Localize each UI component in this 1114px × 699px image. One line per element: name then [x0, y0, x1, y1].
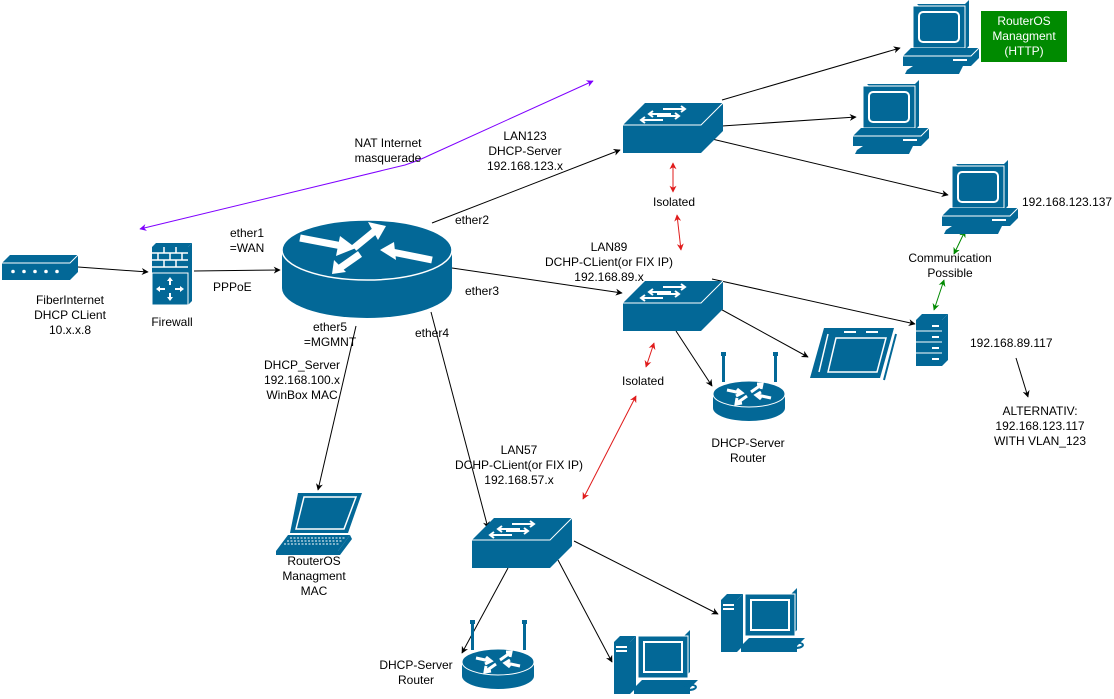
modem-icon[interactable]: [2, 254, 79, 280]
isolated-arrow-2b: [582, 395, 637, 500]
link-ether5-laptop: [316, 325, 357, 491]
isolated-arrow-1b: [674, 214, 684, 251]
server-icon[interactable]: [916, 314, 948, 366]
workstation-lan123-icon[interactable]: [852, 79, 930, 155]
alternativ-label: ALTERNATIV: 192.168.123.117 WITH VLAN_12…: [993, 404, 1087, 448]
pppoe-label: PPPoE: [213, 280, 252, 294]
comm-arrow-a: [953, 230, 966, 255]
link-ether4-lan57: [430, 311, 490, 529]
link-sw123-pc-b: [721, 113, 857, 127]
nat-label: NAT Internet masquerade: [354, 136, 422, 165]
wifi-router-lan89-label: DHCP-Server Router: [711, 436, 785, 465]
routeros-http-mgmt-badge: RouterOS Managment (HTTP): [981, 11, 1067, 62]
link-sw89-server: [711, 278, 916, 327]
tablet-icon[interactable]: [810, 328, 897, 381]
link-sw123-pc-http: [721, 46, 901, 101]
nat-masquerade-arrow: [139, 80, 594, 231]
link-server-alternativ: [1015, 357, 1030, 398]
ether5-label: ether5 =MGMNT: [303, 320, 357, 349]
wifi-router-lan57-label: DHCP-Server Router: [379, 658, 453, 687]
link-ether2-lan123: [431, 149, 621, 224]
router-icon[interactable]: [281, 219, 453, 318]
link-ether3-lan89: [451, 267, 623, 296]
desktop-tower-lan57-b-icon[interactable]: [720, 587, 806, 653]
communication-label: Communication Possible: [908, 251, 992, 280]
link-sw89-wifi-router: [675, 330, 713, 387]
link-sw123-pc-137: [711, 138, 949, 197]
switch-lan57-icon[interactable]: [471, 517, 573, 569]
switch-lan89-icon[interactable]: [622, 280, 724, 332]
lan123-label: LAN123 DHCP-Server 192.168.123.x: [486, 129, 564, 173]
ether4-label: ether4: [415, 326, 450, 340]
link-sw57-pc-a: [557, 559, 613, 663]
ip-89-117-label: 192.168.89.117: [970, 336, 1053, 350]
comm-arrow-b: [932, 279, 946, 311]
lan57-label: LAN57 DCHP-CLient(or FIX IP) 192.168.57.…: [454, 443, 584, 487]
ether3-label: ether3: [465, 284, 500, 298]
link-firewall-router: [193, 266, 281, 274]
isolated-label-2: Isolated: [621, 374, 665, 388]
mgmt-network-label: DHCP_Server 192.168.100.x WinBox MAC: [263, 358, 341, 402]
laptop-label: RouterOS Managment MAC: [282, 554, 346, 598]
firewall-label: Firewall: [151, 315, 193, 329]
link-sw57-wifi-router: [461, 567, 509, 654]
isolated-label-1: Isolated: [652, 195, 696, 209]
link-sw57-pc-b: [573, 540, 719, 615]
isolated-arrow-2a: [644, 342, 656, 368]
lan89-label: LAN89 DCHP-CLient(or FIX IP) 192.168.89.…: [544, 240, 674, 284]
firewall-icon[interactable]: [151, 243, 192, 306]
switch-lan123-icon[interactable]: [622, 102, 724, 154]
ether2-label: ether2: [455, 213, 490, 227]
workstation-http-mgmt-icon[interactable]: [902, 0, 980, 75]
modem-label: FiberInternet DHCP CLient 10.x.x.8: [34, 293, 106, 337]
wireless-router-lan57-icon[interactable]: [460, 620, 536, 691]
wireless-router-lan89-icon[interactable]: [711, 352, 787, 423]
workstation-123-137-icon[interactable]: [941, 159, 1019, 235]
link-modem-firewall: [77, 266, 149, 276]
ip-123-137-label: 192.168.123.137: [1022, 195, 1113, 209]
laptop-icon[interactable]: [276, 493, 362, 555]
desktop-tower-lan57-a-icon[interactable]: [613, 629, 699, 695]
ether1-label: ether1 =WAN: [229, 226, 265, 255]
